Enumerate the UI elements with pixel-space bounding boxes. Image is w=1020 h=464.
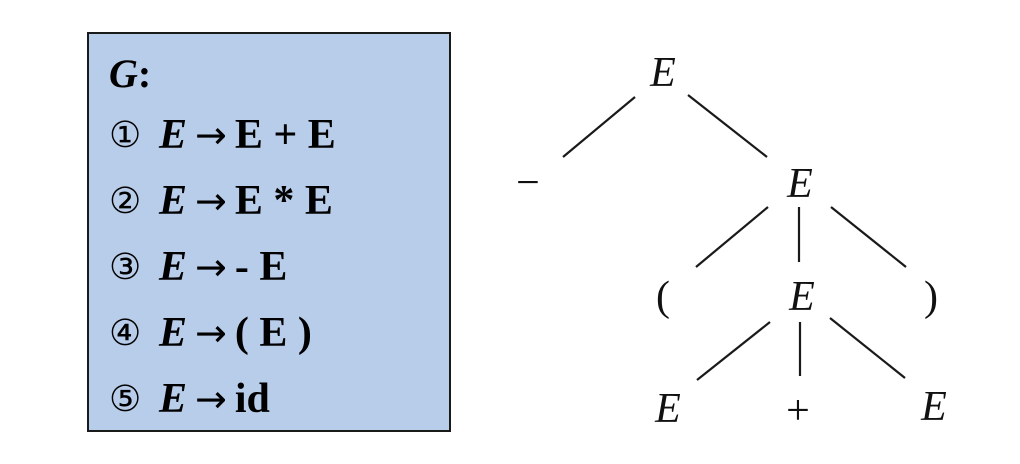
rule-arrow: → bbox=[195, 245, 227, 289]
rule-arrow: → bbox=[195, 179, 227, 223]
rule-rhs: E * E bbox=[234, 178, 333, 224]
grammar-rule-2: ② E → E * E bbox=[109, 168, 449, 234]
rule-lhs: E bbox=[159, 376, 188, 422]
rule-lhs: E bbox=[159, 112, 188, 158]
tree-node-e1: E bbox=[786, 161, 813, 207]
tree-edge-e1-lparen bbox=[695, 206, 769, 268]
rule-number: ③ bbox=[109, 246, 142, 288]
tree-edge-e2-e4 bbox=[829, 317, 906, 379]
rule-rhs: id bbox=[234, 376, 270, 422]
rule-arrow: → bbox=[195, 377, 227, 421]
tree-node-lparen: ( bbox=[656, 274, 670, 320]
rule-rhs: - E bbox=[234, 244, 288, 290]
tree-node-e4: E bbox=[920, 384, 947, 430]
rule-arrow: → bbox=[195, 113, 227, 157]
tree-node-rparen: ) bbox=[924, 274, 938, 320]
tree-edge-root-minus bbox=[562, 96, 636, 158]
tree-node-root: E bbox=[649, 50, 676, 96]
rule-number: ① bbox=[109, 114, 142, 156]
rule-number: ② bbox=[109, 180, 142, 222]
rule-rhs: E + E bbox=[234, 112, 336, 158]
grammar-rule-4: ④ E → ( E ) bbox=[109, 300, 449, 366]
rule-lhs: E bbox=[159, 178, 188, 224]
tree-node-plus: + bbox=[786, 388, 810, 434]
rule-arrow: → bbox=[195, 311, 227, 355]
tree-edge-e2-e3 bbox=[696, 321, 771, 381]
grammar-rule-5: ⑤ E → id bbox=[109, 366, 449, 432]
tree-node-e2: E bbox=[788, 274, 815, 320]
tree-node-minus: − bbox=[516, 160, 540, 206]
tree-edge-root-e1 bbox=[687, 94, 768, 158]
tree-node-e3: E bbox=[654, 386, 681, 432]
grammar-title: G: bbox=[109, 52, 449, 102]
rule-lhs: E bbox=[159, 310, 188, 356]
rule-number: ④ bbox=[109, 312, 142, 354]
rule-number: ⑤ bbox=[109, 378, 142, 420]
tree-edge-e1-rparen bbox=[830, 206, 907, 268]
grammar-label-colon: : bbox=[137, 51, 152, 96]
rule-rhs: ( E ) bbox=[234, 310, 312, 356]
grammar-rule-3: ③ E → - E bbox=[109, 234, 449, 300]
rule-lhs: E bbox=[159, 244, 188, 290]
grammar-label: G bbox=[109, 51, 138, 96]
grammar-rule-1: ① E → E + E bbox=[109, 102, 449, 168]
grammar-box: G: ① E → E + E ② E → E * E ③ E → - E ④ E… bbox=[87, 32, 451, 432]
